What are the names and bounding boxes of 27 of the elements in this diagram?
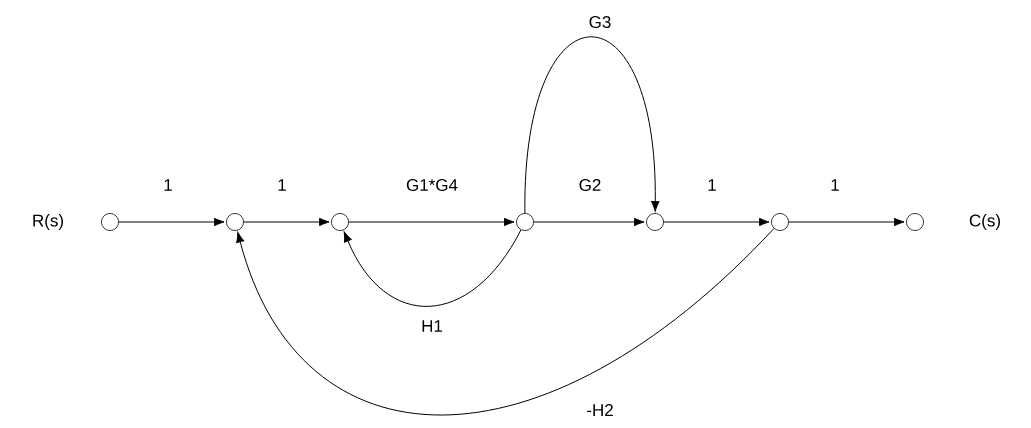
arrow: [243, 217, 330, 227]
signal-label: C(s): [969, 214, 1000, 230]
node-circle: [646, 213, 664, 231]
node-circle: [101, 213, 119, 231]
edge-label: 1: [164, 179, 172, 191]
edge-label: 1: [708, 179, 716, 191]
edge-label: 1: [831, 179, 839, 191]
node-circle: [226, 213, 244, 231]
node-circle: [516, 213, 534, 231]
edge-label: -H2: [587, 404, 613, 416]
edge-label: H1: [422, 320, 443, 332]
node-circle: [771, 213, 789, 231]
edge-label: G3: [589, 16, 611, 28]
arrow: [533, 217, 645, 227]
edge-label: G2: [579, 179, 601, 191]
arrow: [348, 217, 515, 227]
arrow: [236, 228, 775, 416]
arrow: [343, 229, 522, 307]
arrow: [118, 217, 225, 227]
edge-label: G1*G4: [406, 179, 458, 191]
arrow: [524, 36, 660, 214]
arrow: [663, 217, 770, 227]
edge-label: 1: [278, 179, 286, 191]
node-circle: [906, 213, 924, 231]
signal-label: R(s): [33, 214, 63, 230]
arrow: [788, 217, 905, 227]
node-circle: [331, 213, 349, 231]
